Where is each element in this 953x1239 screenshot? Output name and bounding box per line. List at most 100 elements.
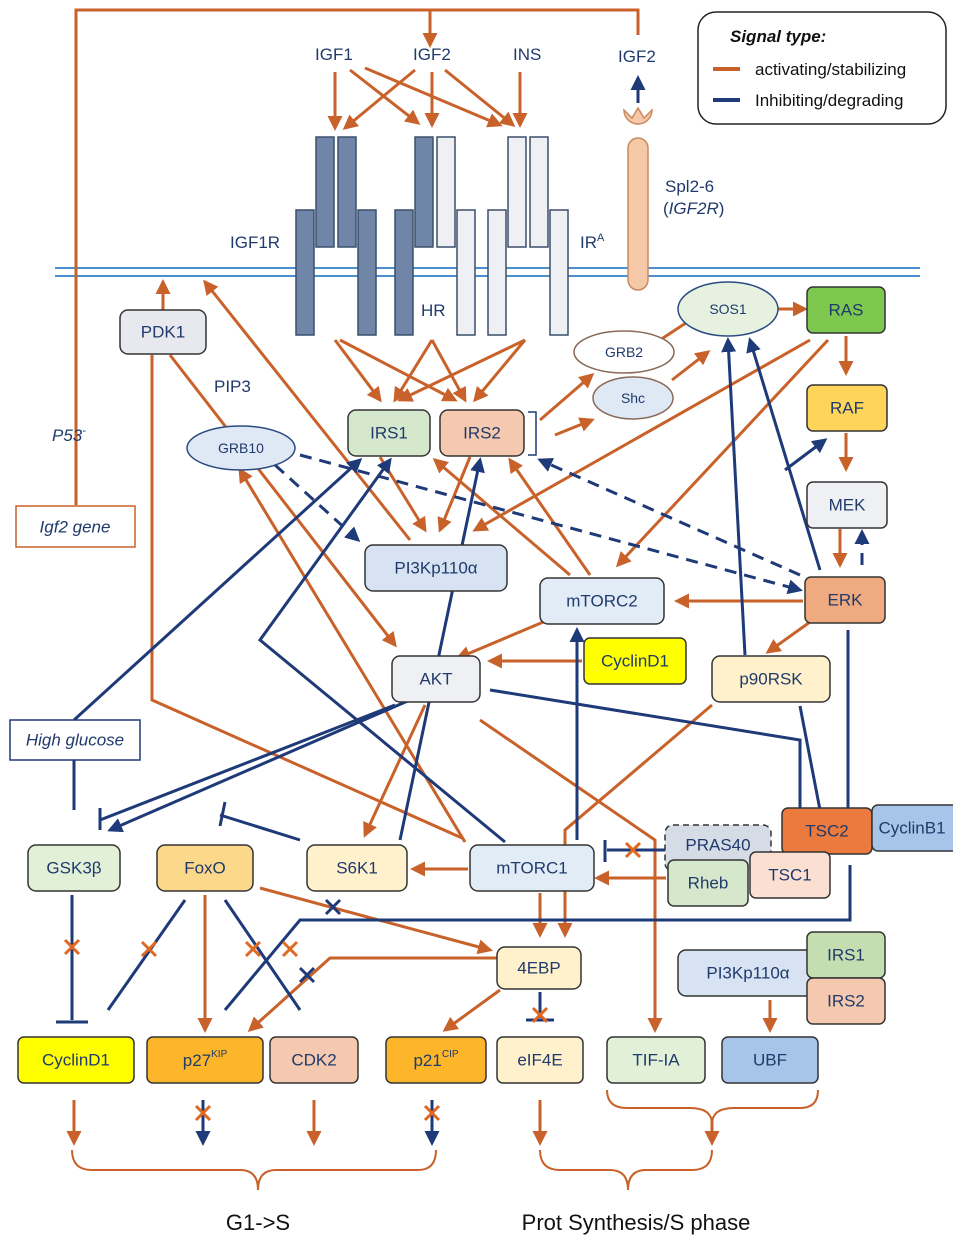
svg-text:UBF: UBF <box>753 1051 787 1070</box>
receptor-igf2r <box>623 106 653 291</box>
node-rheb: Rheb <box>667 859 749 907</box>
high-glucose-box: High glucose <box>9 719 141 761</box>
node-irs1: IRS1 <box>347 409 431 457</box>
node-irs2: IRS2 <box>439 409 525 457</box>
node-eif4e: eIF4E <box>496 1036 584 1084</box>
svg-text:Shc: Shc <box>621 390 645 406</box>
node-cyclind1-mid: CyclinD1 <box>583 637 687 685</box>
svg-text:MEK: MEK <box>829 496 867 515</box>
node-mtorc1: mTORC1 <box>469 844 595 892</box>
igf2-gene-box <box>15 505 136 548</box>
hr-label: HR <box>421 301 446 320</box>
node-tifia: TIF-IA <box>606 1036 706 1084</box>
svg-text:ERK: ERK <box>828 591 864 610</box>
p53-label: P53- <box>52 425 86 445</box>
igf2r-gene-label: (IGF2R) <box>663 199 724 218</box>
node-grb2: GRB2 <box>573 330 675 374</box>
svg-text:4EBP: 4EBP <box>517 959 560 978</box>
receptor-ir <box>487 136 569 336</box>
outcome-prot-synthesis: Prot Synthesis/S phase <box>522 1210 751 1235</box>
legend-activating-label: activating/stabilizing <box>755 60 906 79</box>
svg-text:mTORC1: mTORC1 <box>496 859 567 878</box>
svg-text:PRAS40: PRAS40 <box>685 836 750 855</box>
blocked-markers <box>63 841 642 1024</box>
svg-text:IRS2: IRS2 <box>463 424 501 443</box>
node-pdk1: PDK1 <box>119 309 207 355</box>
svg-text:GRB10: GRB10 <box>218 440 264 456</box>
legend-title: Signal type: <box>730 27 826 46</box>
node-4ebp: 4EBP <box>496 946 582 990</box>
receptor-igf1r <box>295 136 377 336</box>
svg-text:p21CIP: p21CIP <box>413 1049 458 1070</box>
node-tsc1: TSC1 <box>749 851 831 899</box>
node-cdk2: CDK2 <box>269 1036 359 1084</box>
node-erk: ERK <box>804 576 886 624</box>
ligand-igf1: IGF1 <box>315 45 353 64</box>
svg-text:mTORC2: mTORC2 <box>566 592 637 611</box>
svg-text:PDK1: PDK1 <box>141 323 185 342</box>
inhibiting-edges <box>56 337 870 1024</box>
svg-text:IRS1: IRS1 <box>370 424 408 443</box>
node-irs2-bottom: IRS2 <box>806 977 886 1025</box>
spl-label: Spl2-6 <box>665 177 714 196</box>
svg-text:High glucose: High glucose <box>26 731 124 750</box>
node-ras: RAS <box>806 286 886 334</box>
legend: Signal type: activating/stabilizing Inhi… <box>697 11 947 125</box>
svg-text:TIF-IA: TIF-IA <box>632 1051 680 1070</box>
svg-text:SOS1: SOS1 <box>709 301 747 317</box>
svg-text:RAS: RAS <box>829 301 864 320</box>
igf1r-label: IGF1R <box>230 233 280 252</box>
svg-text:IRS2: IRS2 <box>827 992 865 1011</box>
ir-label: IRA <box>580 232 605 252</box>
receptor-irs-arrows <box>333 338 527 403</box>
svg-text:RAF: RAF <box>830 399 864 418</box>
node-sos1: SOS1 <box>677 281 779 337</box>
svg-text:FoxO: FoxO <box>184 859 226 878</box>
svg-text:AKT: AKT <box>419 670 452 689</box>
node-foxo: FoxO <box>156 844 254 892</box>
svg-text:GRB2: GRB2 <box>605 344 643 360</box>
node-p90rsk: p90RSK <box>711 655 831 703</box>
node-mek: MEK <box>806 481 888 529</box>
node-akt: AKT <box>391 655 481 703</box>
svg-text:CyclinD1: CyclinD1 <box>601 652 669 671</box>
svg-text:GSK3β: GSK3β <box>46 859 101 878</box>
node-irs1-bottom: IRS1 <box>806 931 886 979</box>
ligand-arrows <box>327 66 528 131</box>
svg-text:TSC1: TSC1 <box>768 866 811 885</box>
legend-inhibiting-label: Inhibiting/degrading <box>755 91 903 110</box>
node-pi3k-bottom: PI3Kp110α <box>677 949 819 997</box>
node-pi3k: PI3Kp110α <box>364 544 508 592</box>
braces <box>71 1089 819 1191</box>
ligand-igf2-free: IGF2 <box>618 47 656 66</box>
svg-text:CDK2: CDK2 <box>291 1051 336 1070</box>
svg-text:CyclinB1: CyclinB1 <box>878 819 945 838</box>
svg-text:IRS1: IRS1 <box>827 946 865 965</box>
node-p27: p27KIP <box>146 1036 264 1084</box>
node-shc: Shc <box>592 376 674 420</box>
svg-text:p27KIP: p27KIP <box>183 1049 228 1070</box>
igf2-gene-feedback-loop <box>74 8 640 505</box>
svg-text:S6K1: S6K1 <box>336 859 378 878</box>
node-s6k1: S6K1 <box>306 844 408 892</box>
node-raf: RAF <box>806 384 888 432</box>
ligand-igf2: IGF2 <box>413 45 451 64</box>
node-p21: p21CIP <box>385 1036 487 1084</box>
node-ubf: UBF <box>721 1036 819 1084</box>
igf2-gene-label: Igf2 gene <box>40 518 111 537</box>
node-cyclind1: CyclinD1 <box>17 1036 135 1084</box>
pip3-label: PIP3 <box>214 377 251 396</box>
receptor-hr <box>394 136 476 336</box>
node-grb10: GRB10 <box>186 425 296 471</box>
node-gsk3b: GSK3β <box>27 844 121 892</box>
svg-text:PI3Kp110α: PI3Kp110α <box>394 559 477 578</box>
svg-text:PI3Kp110α: PI3Kp110α <box>706 964 789 983</box>
downstream-arrows <box>66 1100 720 1146</box>
node-cyclinb1: CyclinB1 <box>871 804 953 852</box>
svg-text:CyclinD1: CyclinD1 <box>42 1051 110 1070</box>
ligand-ins: INS <box>513 45 541 64</box>
svg-text:TSC2: TSC2 <box>805 822 848 841</box>
outcome-g1s: G1->S <box>226 1210 290 1235</box>
svg-text:p90RSK: p90RSK <box>739 670 803 689</box>
